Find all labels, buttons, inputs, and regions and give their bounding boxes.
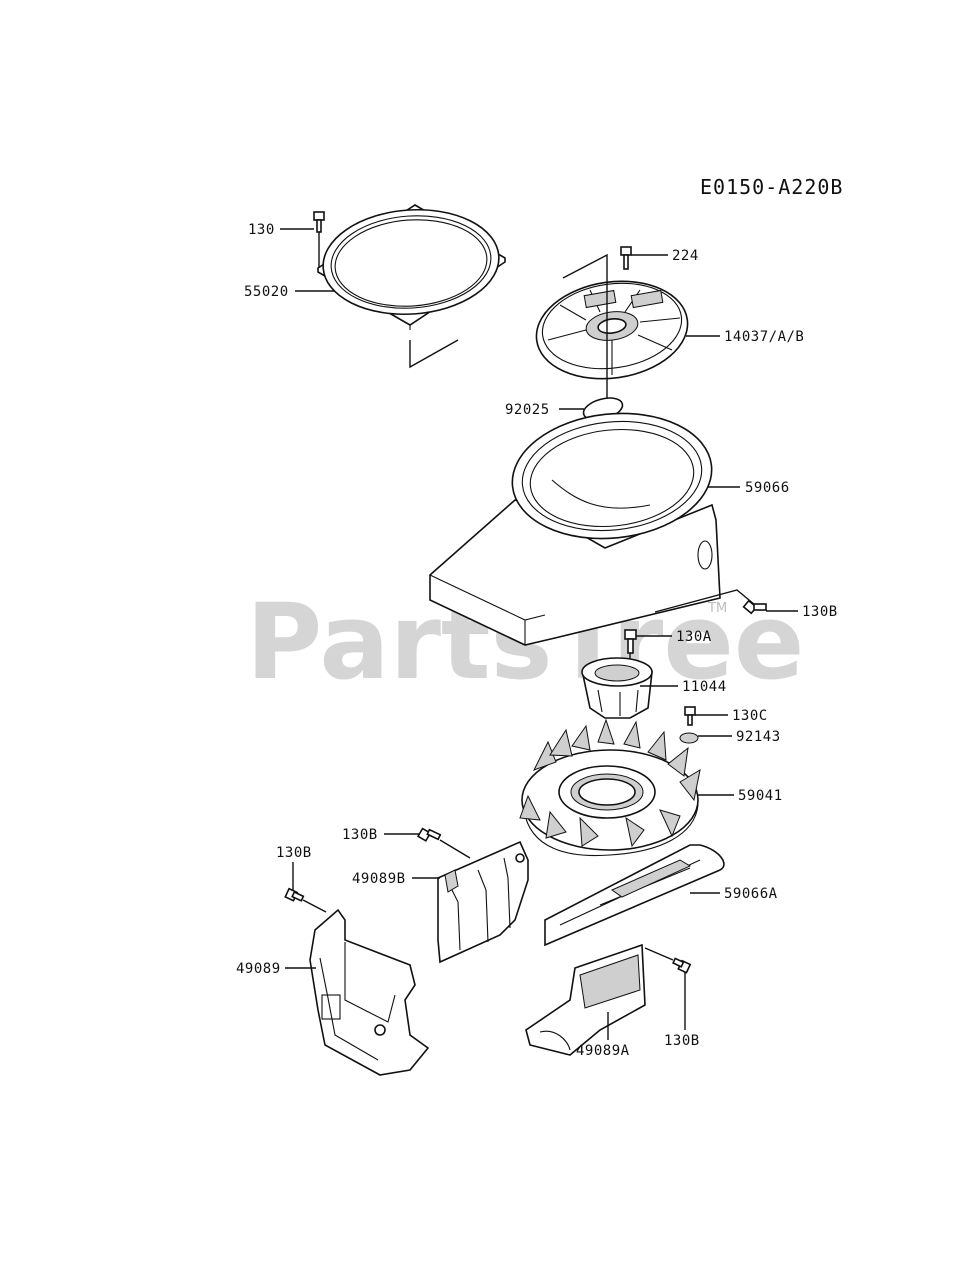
bolt-130B-49089B[interactable] xyxy=(416,827,442,842)
callout-49089: 49089 xyxy=(236,961,281,977)
diagram-code: E0150-A220B xyxy=(700,175,843,199)
callout-130B-bottom: 130B xyxy=(664,1033,700,1049)
callout-130A: 130A xyxy=(676,629,712,645)
part-92143-washer[interactable] xyxy=(679,732,699,744)
callout-14037: 14037/A/B xyxy=(724,329,804,345)
callout-92143: 92143 xyxy=(736,729,781,745)
callout-130B-left: 130B xyxy=(276,845,312,861)
callout-55020: 55020 xyxy=(244,284,289,300)
part-49089-cover[interactable] xyxy=(309,908,430,1076)
callout-11044: 11044 xyxy=(682,679,727,695)
bolt-130C[interactable] xyxy=(684,706,696,726)
bolt-224[interactable] xyxy=(620,246,632,270)
part-49089B-bracket[interactable] xyxy=(437,840,529,964)
callout-59066A: 59066A xyxy=(724,886,778,902)
callout-130C: 130C xyxy=(732,708,768,724)
bolt-130[interactable] xyxy=(313,211,325,233)
bolt-130B-49089A[interactable] xyxy=(672,957,692,974)
callout-130: 130 xyxy=(248,222,275,238)
part-59041-fan[interactable] xyxy=(519,718,701,857)
callout-49089A: 49089A xyxy=(576,1043,630,1059)
callout-59066: 59066 xyxy=(745,480,790,496)
callout-92025: 92025 xyxy=(505,402,550,418)
part-14037-screen[interactable] xyxy=(530,272,694,388)
callout-130B-mid: 130B xyxy=(342,827,378,843)
callout-130B-top: 130B xyxy=(802,604,838,620)
callout-59041: 59041 xyxy=(738,788,783,804)
part-59066A-plate[interactable] xyxy=(544,844,725,947)
part-59066-housing[interactable] xyxy=(429,404,721,646)
part-55020-ring[interactable] xyxy=(317,204,506,330)
part-11044-cup[interactable] xyxy=(581,657,653,719)
watermark-tm: TM xyxy=(707,601,727,616)
part-49089A-cover[interactable] xyxy=(525,943,646,1056)
callout-49089B: 49089B xyxy=(352,871,406,887)
bolt-130B-housing[interactable] xyxy=(742,599,767,615)
callout-224: 224 xyxy=(672,248,699,264)
bolt-130B-49089[interactable] xyxy=(284,887,305,902)
